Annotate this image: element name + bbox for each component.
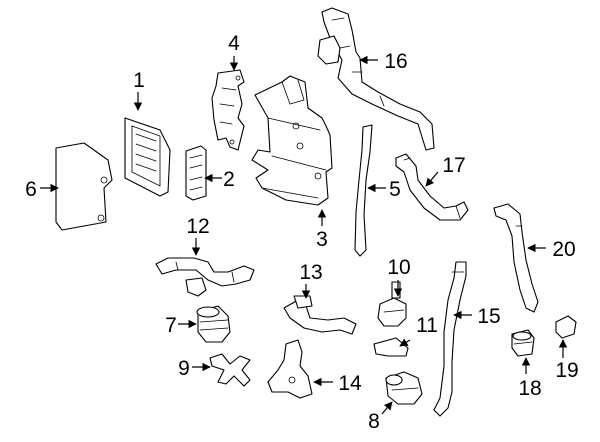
part-6-shield	[55, 142, 113, 231]
part-19-sensor	[555, 315, 577, 339]
part-3-air-duct	[251, 75, 333, 206]
callout-13: 13	[299, 261, 322, 284]
part-13-hose	[283, 295, 357, 335]
part-2-bracket	[185, 145, 207, 201]
part-17-hose	[395, 153, 469, 221]
part-14-housing	[267, 339, 313, 399]
leader-11	[399, 338, 411, 347]
callout-8: 8	[368, 410, 380, 433]
part-18-cap	[511, 329, 535, 357]
part-16-hose	[317, 7, 435, 151]
callout-2: 2	[223, 168, 235, 191]
callout-6: 6	[25, 178, 37, 201]
callout-19: 19	[555, 359, 578, 382]
callout-12: 12	[186, 215, 209, 238]
callout-18: 18	[518, 377, 541, 400]
callout-17: 17	[442, 154, 465, 177]
callout-labels: 1 2 3 4 5 6 7 8 9 10 11 12 13 14 15 16 1…	[25, 32, 579, 433]
callout-3: 3	[316, 228, 328, 251]
leader-arrows	[40, 55, 568, 415]
part-15-hose	[433, 261, 467, 417]
callout-7: 7	[165, 314, 177, 337]
part-11-clip	[373, 337, 409, 357]
leader-17	[425, 171, 439, 187]
callout-11: 11	[416, 314, 438, 337]
part-7-pump	[196, 305, 231, 343]
callout-5: 5	[389, 178, 401, 201]
part-9-pipe	[209, 353, 251, 387]
callout-9: 9	[178, 357, 190, 380]
callout-15: 15	[477, 305, 500, 328]
leader-8	[381, 401, 393, 415]
callout-16: 16	[384, 50, 407, 73]
part-8-pump	[385, 371, 423, 405]
part-20-hose	[493, 203, 539, 313]
callout-20: 20	[552, 238, 575, 261]
callout-10: 10	[387, 256, 410, 279]
part-1-cooler	[124, 117, 171, 197]
callout-4: 4	[228, 32, 240, 55]
callout-14: 14	[338, 372, 362, 395]
part-5-seal	[354, 124, 373, 257]
part-10-valve	[377, 281, 407, 327]
callout-1: 1	[133, 69, 145, 92]
part-4-mount-bracket	[211, 69, 245, 151]
part-12-hose	[155, 257, 255, 297]
